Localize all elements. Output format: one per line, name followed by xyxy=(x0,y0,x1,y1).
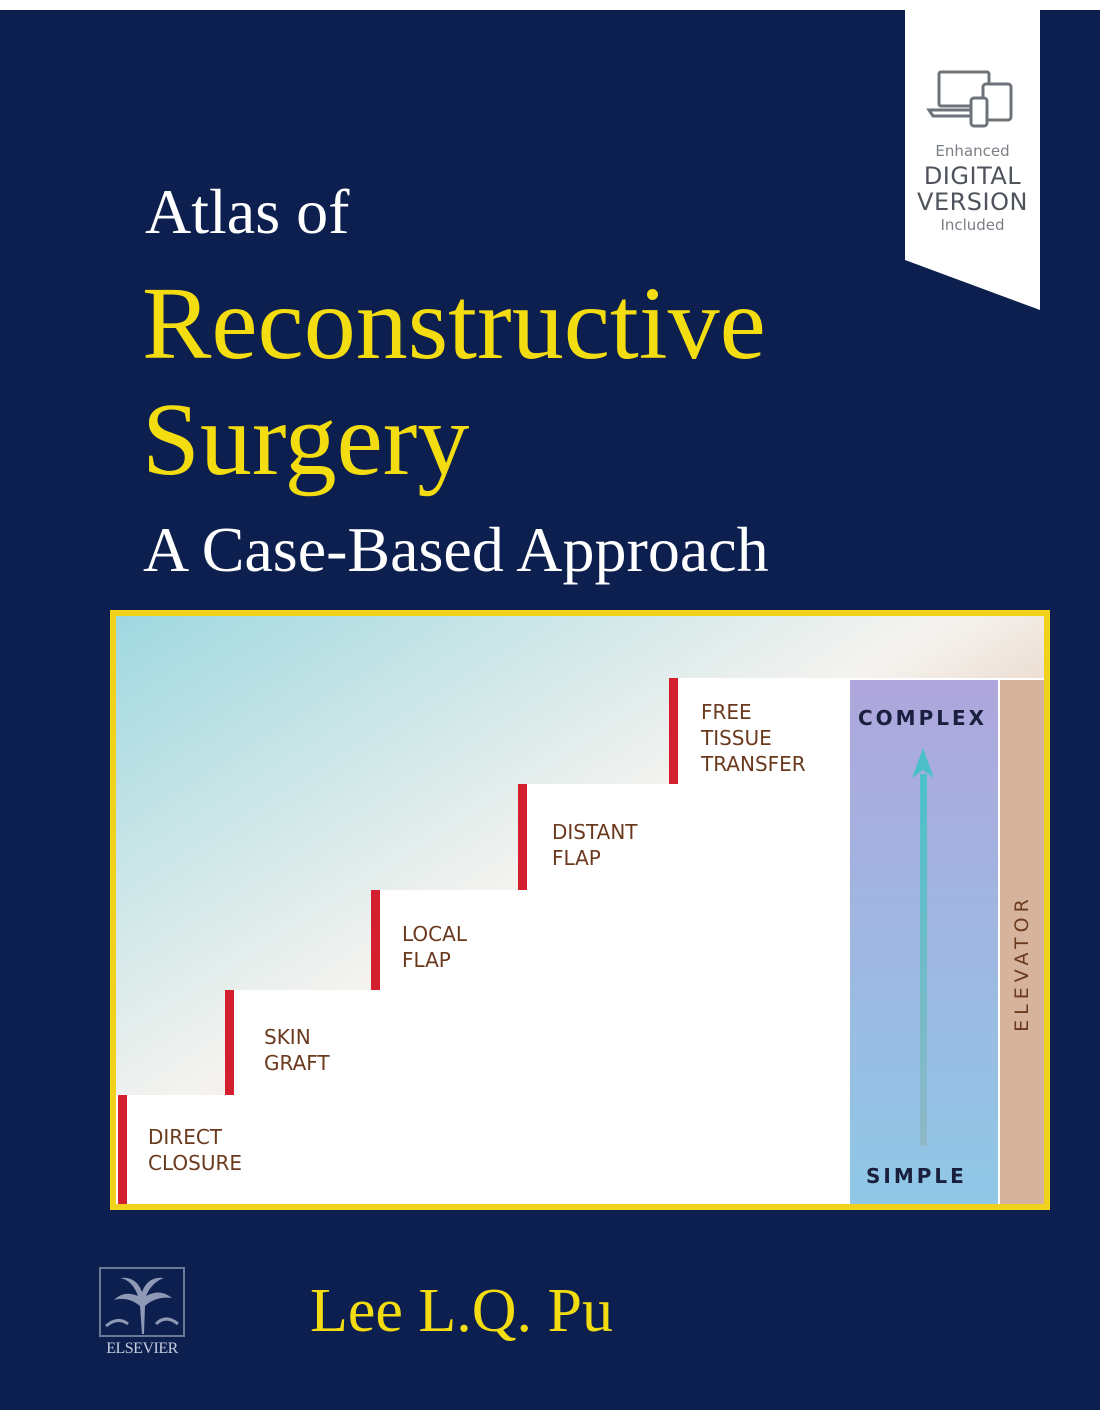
title-line-atlas: Atlas of xyxy=(145,176,350,247)
complexity-top-label: COMPLEX xyxy=(858,706,988,730)
up-arrow-shaft xyxy=(920,774,927,1146)
step-riser xyxy=(371,890,380,990)
step-riser xyxy=(518,784,527,890)
subtitle: A Case-Based Approach xyxy=(143,514,769,585)
step-direct-closure: DIRECT CLOSURE xyxy=(148,1125,243,1175)
step-free-tissue-transfer: FREE TISSUE TRANSFER xyxy=(701,700,806,776)
title-line-surgery: Surgery xyxy=(142,382,470,497)
reconstructive-ladder-figure: DIRECT CLOSURE SKIN GRAFT LOCAL FLAP DIS… xyxy=(110,610,1050,1210)
elevator-column xyxy=(1000,680,1044,1204)
up-arrow-icon xyxy=(912,748,934,778)
complexity-bottom-label: SIMPLE xyxy=(866,1164,967,1188)
author-name: Lee L.Q. Pu xyxy=(310,1277,614,1345)
publisher-name: ELSEVIER xyxy=(106,1340,178,1357)
ladder-graphic xyxy=(116,616,1044,1204)
badge-included: Included xyxy=(940,216,1005,234)
step-riser xyxy=(669,678,678,784)
step-local-flap: LOCAL FLAP xyxy=(402,922,467,972)
book-cover: Atlas of Reconstructive Surgery A Case-B… xyxy=(0,10,1100,1410)
badge-digital: DIGITAL xyxy=(923,162,1022,190)
elevator-label: ELEVATOR xyxy=(1011,894,1033,1032)
step-distant-flap: DISTANT FLAP xyxy=(552,820,638,870)
badge-version: VERSION xyxy=(917,188,1028,216)
badge-enhanced: Enhanced xyxy=(935,142,1010,160)
step-skin-graft: SKIN GRAFT xyxy=(264,1025,330,1075)
step-riser xyxy=(225,990,234,1095)
laptop-tablet-phone-icon xyxy=(926,70,1013,128)
title-line-reconstructive: Reconstructive xyxy=(142,266,766,381)
staircase xyxy=(116,678,1044,1204)
elsevier-tree-logo xyxy=(99,1267,185,1337)
step-riser xyxy=(118,1095,127,1204)
digital-version-badge: Enhanced DIGITAL VERSION Included xyxy=(905,10,1040,310)
